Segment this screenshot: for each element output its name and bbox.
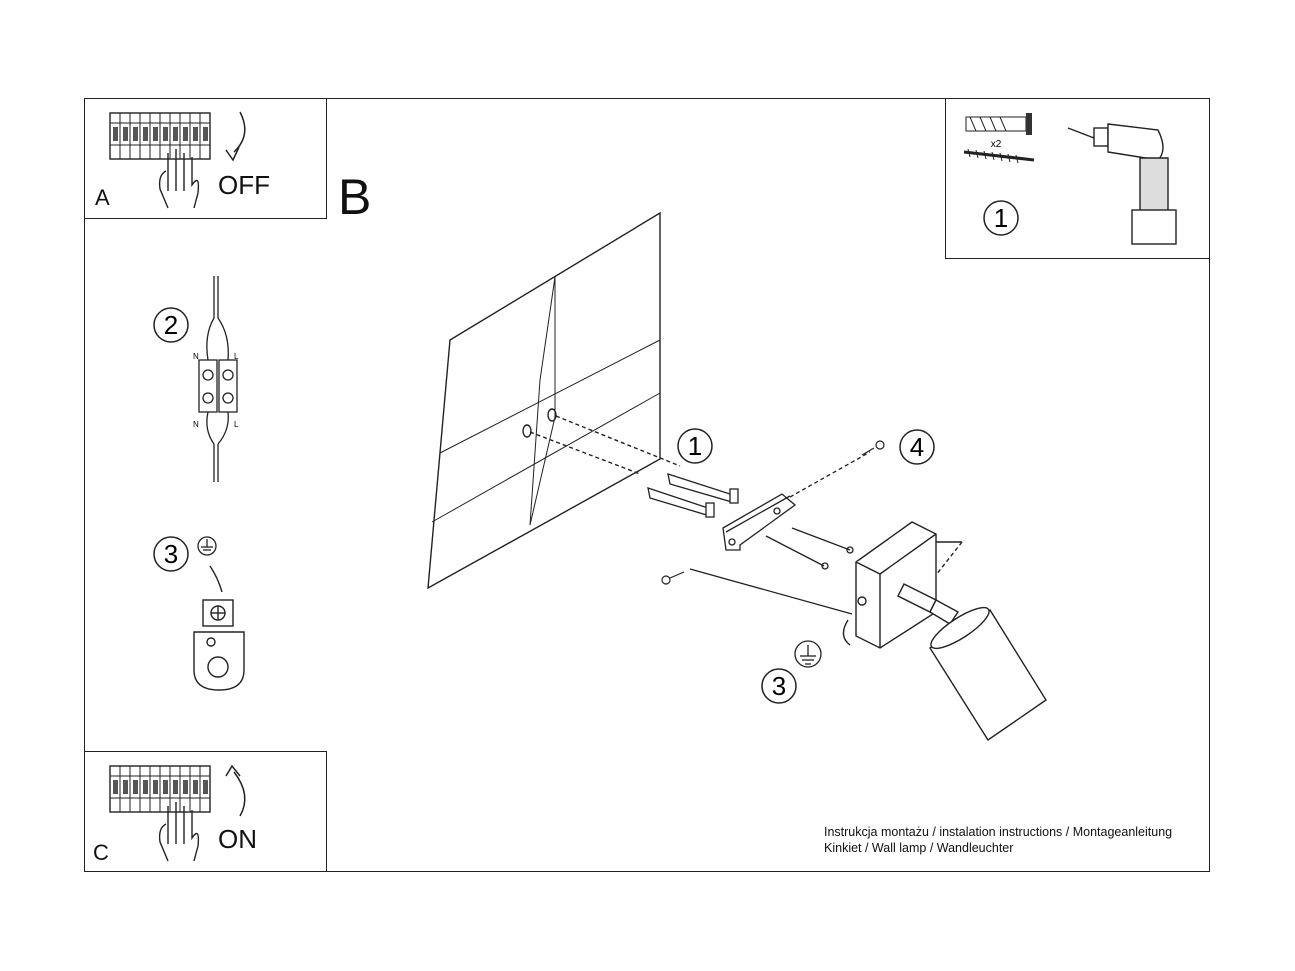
panel-c-letter: C — [93, 840, 109, 865]
instruction-sheet-frame — [84, 98, 1210, 872]
wiring-step-number: 2 — [164, 310, 178, 340]
dowel-icon — [965, 113, 1032, 135]
wall-plugs-icon — [647, 473, 739, 518]
panel-b-letter: B — [338, 169, 372, 225]
terminal-l-bottom: L — [234, 420, 239, 429]
terminal-n-top: N — [193, 352, 199, 361]
breaker-panel-c-icon — [109, 765, 211, 862]
tools-step-number: 1 — [994, 203, 1008, 233]
lamp-base-icon — [842, 521, 963, 649]
breaker-panel-a-icon — [109, 112, 211, 209]
long-screws-icon — [765, 527, 854, 570]
arrow-down-icon — [233, 111, 246, 153]
caption: Instrukcja montażu / instalation instruc… — [824, 824, 1172, 856]
dowel-step-number: 1 — [688, 431, 702, 461]
arrow-up-icon — [233, 771, 246, 817]
earth-step-number: 3 — [164, 539, 178, 569]
panel-a-off-label: OFF — [218, 170, 270, 200]
drill-icon — [1067, 123, 1177, 245]
lamp-shade-icon — [929, 606, 1047, 741]
panel-c-on-label: ON — [218, 824, 257, 854]
terminal-n-bottom: N — [193, 420, 199, 429]
terminal-l-top: L — [234, 352, 239, 361]
caption-line-1: Instrukcja montażu / instalation instruc… — [824, 825, 1173, 839]
panel-a-letter: A — [95, 185, 110, 210]
screw-step-number: 4 — [910, 432, 924, 462]
screw-icon — [963, 148, 1035, 164]
earth-terminal-icon — [193, 565, 245, 691]
small-screw-icon — [661, 440, 885, 585]
quantity-label: x2 — [991, 139, 1002, 150]
wall-icon — [427, 211, 681, 590]
caption-line-2: Kinkiet / Wall lamp / Wandleuchter — [824, 841, 1014, 855]
earth-main-symbol-icon — [794, 640, 822, 668]
mounting-bracket-icon — [689, 451, 871, 615]
earth-main-step-number: 3 — [772, 671, 786, 701]
terminal-block-icon — [198, 276, 238, 482]
earth-symbol-icon — [197, 536, 217, 556]
